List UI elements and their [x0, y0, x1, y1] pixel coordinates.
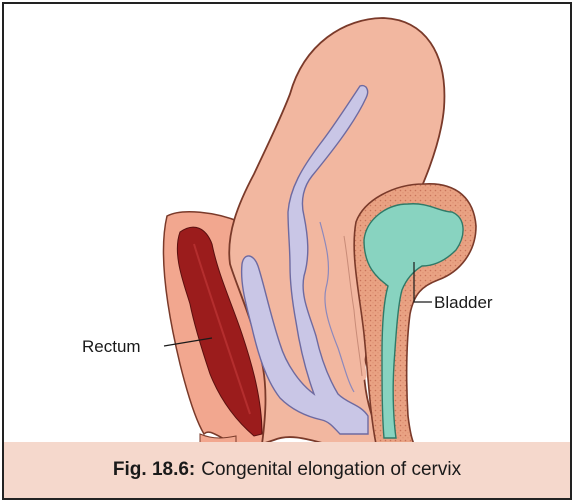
figure-caption: Fig. 18.6: Congenital elongation of cerv…: [4, 442, 570, 498]
bladder-label: Bladder: [434, 293, 493, 312]
figure-number: Fig. 18.6:: [113, 459, 195, 481]
cervix-elongation-illustration: Rectum Bladder: [4, 4, 570, 444]
rectum-label: Rectum: [82, 337, 141, 356]
figure-caption-text: Congenital elongation of cervix: [201, 459, 461, 481]
